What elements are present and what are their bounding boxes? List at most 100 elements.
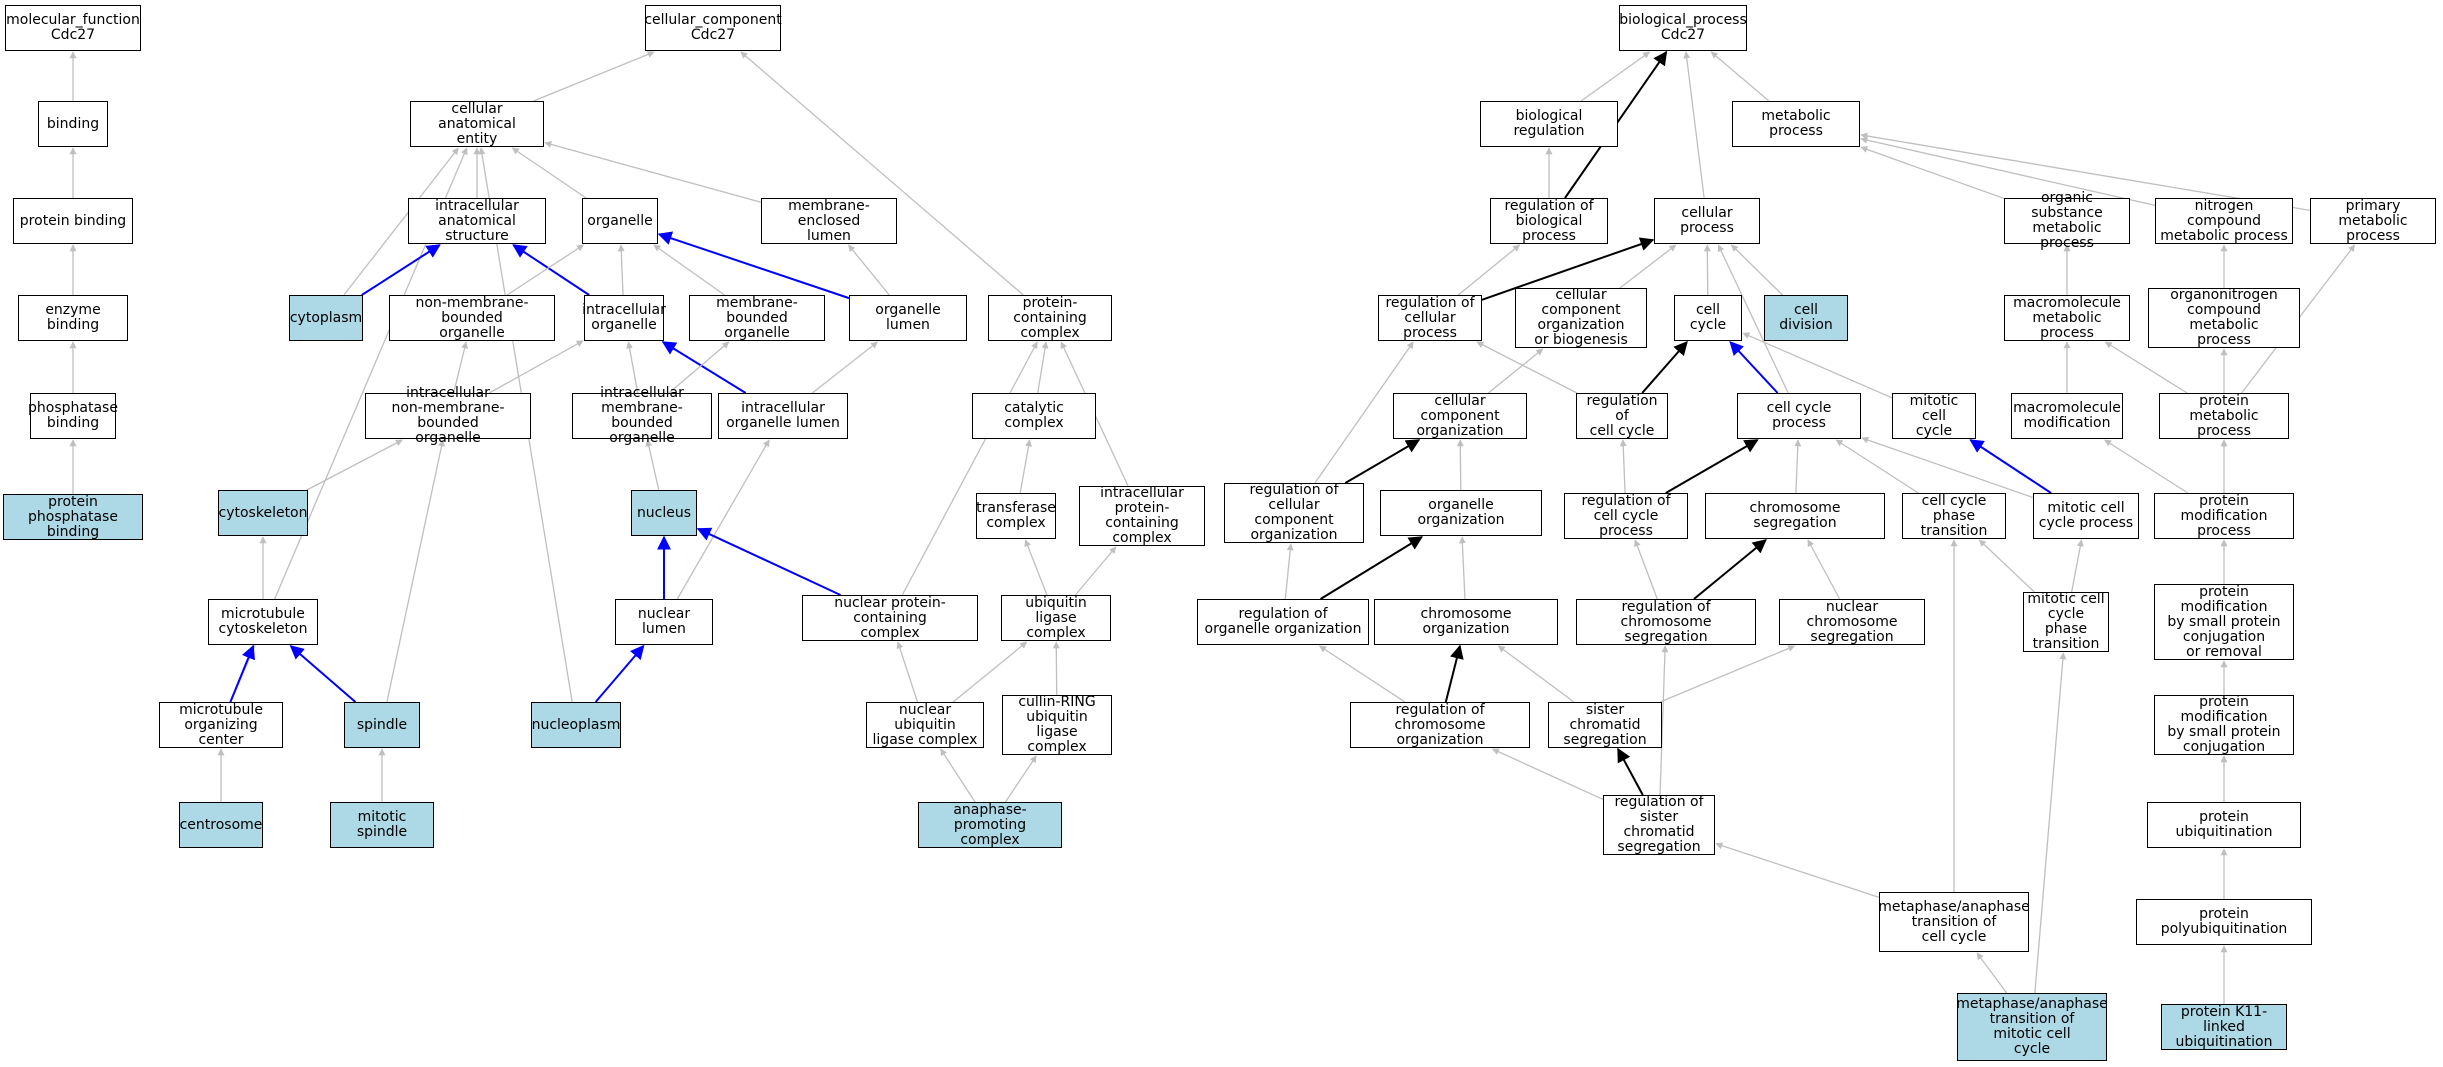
- go-term-io[interactable]: intracellular organelle: [582, 295, 666, 341]
- go-term-centrosome[interactable]: centrosome: [179, 802, 263, 848]
- edge-scs-to-ncs: [1659, 645, 1796, 703]
- edge-scs-to-chrorg: [1497, 645, 1575, 703]
- go-term-chrseg[interactable]: chromosome segregation: [1705, 493, 1885, 539]
- go-term-bp[interactable]: biological_process Cdc27: [1619, 5, 1747, 51]
- go-term-pmspc[interactable]: protein modification by small protein co…: [2154, 695, 2294, 755]
- go-term-protmet[interactable]: protein metabolic process: [2159, 393, 2289, 439]
- edge-cellproc-to-bp: [1683, 51, 1705, 199]
- edge-nucleus-to-imbo: [645, 439, 660, 491]
- go-term-bioreg[interactable]: biological regulation: [1480, 101, 1618, 147]
- go-term-regbp[interactable]: regulation of biological process: [1490, 198, 1608, 244]
- go-term-cellproc[interactable]: cellular process: [1654, 198, 1760, 244]
- go-term-regcco[interactable]: regulation of cellular component organiz…: [1224, 483, 1364, 543]
- edge-nubligcx-to-npcc: [896, 641, 919, 703]
- go-term-protbind[interactable]: protein binding: [13, 198, 133, 244]
- edge-mtoc-to-mtcsk: [229, 644, 255, 703]
- go-term-pmodp[interactable]: protein modification process: [2154, 493, 2294, 539]
- go-term-inmbo[interactable]: intracellular non-membrane-bounded organ…: [365, 386, 531, 446]
- go-term-binding[interactable]: binding: [38, 101, 108, 147]
- go-term-apc[interactable]: anaphase-promoting complex: [918, 802, 1062, 848]
- go-term-ias[interactable]: intracellular anatomical structure: [408, 198, 546, 244]
- edge-inmbo-to-nmbo: [453, 341, 469, 394]
- go-term-nucleus[interactable]: nucleus: [631, 490, 697, 536]
- go-term-regoo[interactable]: regulation of organelle organization: [1197, 599, 1369, 645]
- go-term-transfcx[interactable]: transferase complex: [976, 493, 1056, 539]
- go-term-catcx[interactable]: catalytic complex: [972, 393, 1096, 439]
- edge-regcco-to-regcp: [1314, 341, 1414, 484]
- go-term-cytosk[interactable]: cytoskeleton: [218, 490, 308, 536]
- edge-nmbo-to-organelle: [506, 244, 584, 296]
- go-term-ccp[interactable]: cell cycle process: [1737, 393, 1861, 439]
- go-term-mmp[interactable]: macromolecule metabolic process: [2004, 295, 2130, 341]
- go-term-ccpt[interactable]: cell cycle phase transition: [1902, 493, 2006, 539]
- go-term-spindle[interactable]: spindle: [344, 702, 420, 748]
- go-term-mact[interactable]: metaphase/anaphase transition of cell cy…: [1878, 892, 2030, 952]
- go-term-pmp[interactable]: primary metabolic process: [2310, 198, 2436, 244]
- go-term-nubligcx[interactable]: nuclear ubiquitin ligase complex: [866, 702, 984, 748]
- go-term-mamcc[interactable]: metaphase/anaphase transition of mitotic…: [1956, 993, 2108, 1061]
- go-term-imbo[interactable]: intracellular membrane-bounded organelle: [572, 386, 712, 446]
- go-term-ncmp[interactable]: nitrogen compound metabolic process: [2155, 198, 2293, 244]
- go-term-mccpt[interactable]: mitotic cell cycle phase transition: [2023, 592, 2109, 652]
- go-term-scs[interactable]: sister chromatid segregation: [1548, 702, 1662, 748]
- go-term-ncs[interactable]: nuclear chromosome segregation: [1779, 599, 1925, 645]
- go-term-protpolyubq[interactable]: protein polyubiquitination: [2136, 899, 2312, 945]
- go-term-orgorg[interactable]: organelle organization: [1380, 490, 1542, 536]
- edge-ccp-to-cellproc: [1717, 244, 1789, 394]
- edge-orgorg-to-cco: [1456, 439, 1464, 491]
- go-term-mmod[interactable]: macromolecule modification: [2011, 393, 2123, 439]
- go-term-cytoplasm[interactable]: cytoplasm: [289, 295, 363, 341]
- go-term-mtoc[interactable]: microtubule organizing center: [159, 702, 283, 748]
- edge-cco-to-ccob: [1487, 348, 1544, 394]
- go-term-olumen[interactable]: organelle lumen: [849, 295, 967, 341]
- go-term-regcs[interactable]: regulation of chromosome segregation: [1576, 599, 1756, 645]
- go-term-npcc[interactable]: nuclear protein-containing complex: [802, 595, 978, 641]
- edge-pcc-to-cc: [740, 51, 1024, 296]
- go-term-enzbind[interactable]: enzyme binding: [18, 295, 128, 341]
- go-term-ccob[interactable]: cellular component organization or bioge…: [1515, 288, 1647, 348]
- go-term-regco[interactable]: regulation of chromosome organization: [1350, 702, 1530, 748]
- go-term-crl[interactable]: cullin-RING ubiquitin ligase complex: [1002, 695, 1112, 755]
- go-term-cco[interactable]: cellular component organization: [1393, 393, 1527, 439]
- go-term-nucleoplasm[interactable]: nucleoplasm: [531, 702, 621, 748]
- go-term-celldiv[interactable]: cell division: [1764, 295, 1848, 341]
- go-term-ppbind[interactable]: protein phosphatase binding: [3, 494, 143, 540]
- go-term-pcc[interactable]: protein-containing complex: [988, 295, 1112, 341]
- go-term-regcc[interactable]: regulation of cell cycle: [1576, 393, 1668, 439]
- go-term-osmp[interactable]: organic substance metabolic process: [2004, 191, 2130, 251]
- go-term-regscs[interactable]: regulation of sister chromatid segregati…: [1603, 795, 1715, 855]
- edge-mccp-to-mcc: [1969, 439, 2052, 494]
- go-term-mccp[interactable]: mitotic cell cycle process: [2033, 493, 2139, 539]
- edge-olumen-to-organelle: [657, 231, 850, 300]
- edge-ccp-to-cellcycle: [1729, 340, 1779, 394]
- go-term-k11ubq[interactable]: protein K11-linked ubiquitination: [2161, 1004, 2287, 1050]
- go-term-mel[interactable]: membrane-enclosed lumen: [761, 198, 897, 244]
- go-term-nlumen[interactable]: nuclear lumen: [615, 599, 713, 645]
- go-term-oncmp[interactable]: organonitrogen compound metabolic proces…: [2148, 288, 2300, 348]
- go-term-regccp[interactable]: regulation of cell cycle process: [1564, 493, 1688, 539]
- go-term-ipcc[interactable]: intracellular protein-containing complex: [1079, 486, 1205, 546]
- go-term-mitspindle[interactable]: mitotic spindle: [330, 802, 434, 848]
- go-term-protubq[interactable]: protein ubiquitination: [2147, 802, 2301, 848]
- edge-mccpt-to-ccpt: [1978, 539, 2035, 593]
- go-term-chrorg[interactable]: chromosome organization: [1374, 599, 1558, 645]
- edge-regccp-to-regcc: [1619, 439, 1627, 494]
- go-term-ubligcx[interactable]: ubiquitin ligase complex: [1001, 595, 1111, 641]
- go-term-mf[interactable]: molecular_function Cdc27: [5, 5, 141, 51]
- go-term-iol[interactable]: intracellular organelle lumen: [718, 393, 848, 439]
- go-term-regcp[interactable]: regulation of cellular process: [1378, 295, 1482, 341]
- go-term-mtcsk[interactable]: microtubule cytoskeleton: [208, 599, 318, 645]
- go-term-mcc[interactable]: mitotic cell cycle: [1892, 393, 1976, 439]
- edge-mccpt-to-mccp: [2071, 539, 2084, 593]
- go-term-cellcycle[interactable]: cell cycle: [1674, 295, 1742, 341]
- go-term-metproc[interactable]: metabolic process: [1732, 101, 1860, 147]
- go-term-mbo[interactable]: membrane-bounded organelle: [689, 295, 825, 341]
- go-term-pmspcr[interactable]: protein modification by small protein co…: [2154, 584, 2294, 660]
- go-term-cae[interactable]: cellular anatomical entity: [410, 101, 544, 147]
- edge-transfcx-to-catcx: [1019, 439, 1033, 494]
- go-term-nmbo[interactable]: non-membrane-bounded organelle: [389, 295, 555, 341]
- go-term-phosbind[interactable]: phosphatase binding: [28, 393, 118, 439]
- go-term-organelle[interactable]: organelle: [582, 198, 658, 244]
- go-term-cc[interactable]: cellular_component Cdc27: [644, 5, 782, 51]
